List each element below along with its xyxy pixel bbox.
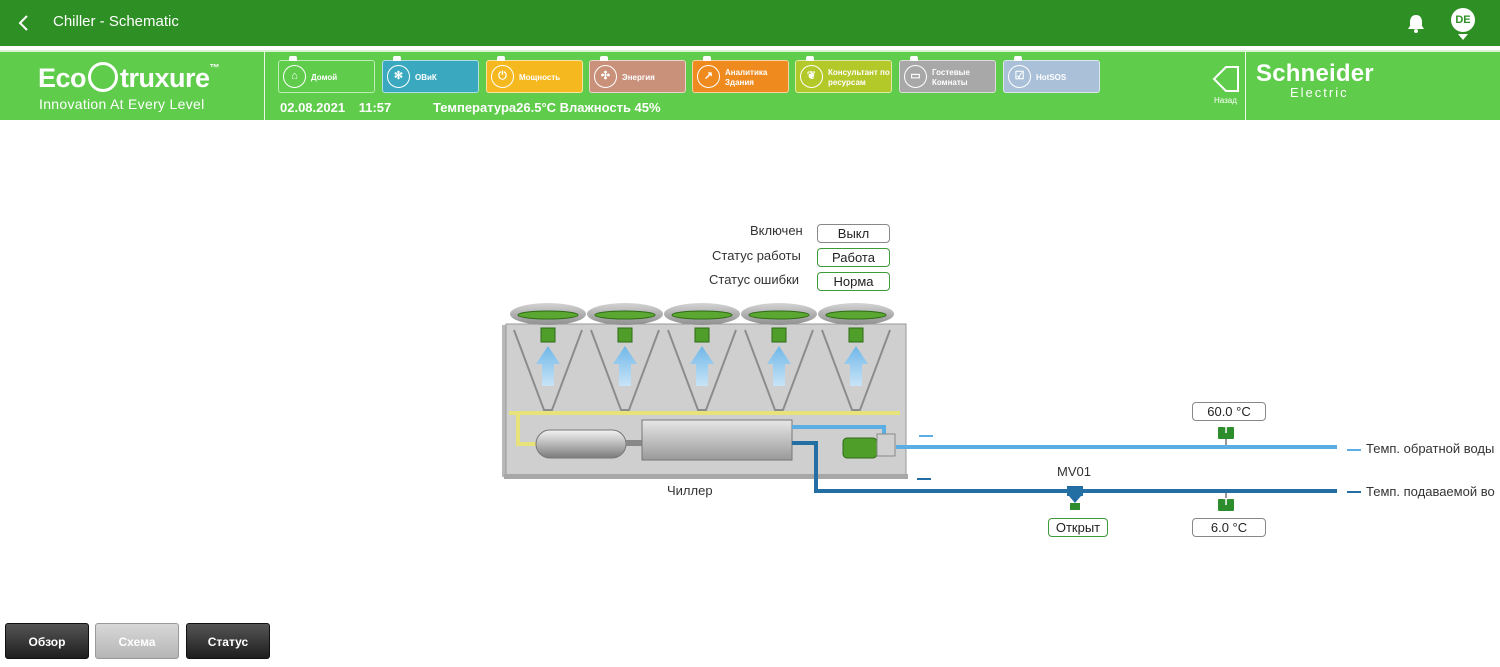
turbine-icon: ✣	[594, 65, 617, 88]
fan-blade	[517, 310, 579, 320]
return-water-label: Темп. обратной воды	[1366, 441, 1495, 456]
fault-status-label: Статус ошибки	[709, 272, 800, 287]
nav-button-6[interactable]: ❦ Консультант по ресурсам	[795, 56, 892, 93]
ecostruxure-mark-icon	[88, 61, 119, 92]
fan-blade	[594, 310, 656, 320]
run-status-value[interactable]: Работа	[817, 248, 890, 267]
back-tag-icon	[1212, 66, 1239, 92]
sensor-letter: T	[1223, 497, 1230, 508]
enabled-label: Включен	[750, 223, 803, 238]
chiller-label: Чиллер	[667, 483, 713, 498]
supply-water-label: Темп. подаваемой во	[1366, 484, 1495, 499]
chiller-schematic: Включен Статус работы Статус ошибки Выкл…	[0, 120, 1500, 620]
overview-button[interactable]: Обзор	[5, 623, 89, 659]
refrigerant-line	[509, 411, 900, 446]
airflow-arrows	[536, 346, 868, 386]
nav-button-2[interactable]: ✻ ОВиК	[382, 56, 479, 93]
nav-button-label: Энергия	[622, 73, 655, 82]
nav-tab-notch	[289, 56, 297, 61]
enabled-value[interactable]: Выкл	[817, 224, 890, 243]
fan-row	[510, 303, 894, 325]
bell-icon[interactable]	[1405, 12, 1427, 34]
date-time: 02.08.2021 11:57	[280, 100, 391, 115]
nav-tab-notch	[497, 56, 505, 61]
nav-button-label: Домой	[311, 73, 338, 82]
nav-button-8[interactable]: ☑ HotSOS	[1003, 56, 1100, 93]
run-status-label: Статус работы	[712, 248, 801, 263]
nav-button-label: Мощность	[519, 73, 561, 82]
supply-temp-sensor	[1218, 499, 1234, 511]
weather-readout: Температура26.5°C Влажность 45%	[433, 100, 661, 115]
page-title: Chiller - Schematic	[53, 13, 179, 30]
fan-blade	[825, 310, 887, 320]
current-date: 02.08.2021	[280, 100, 346, 115]
flow-arrows	[917, 435, 1361, 493]
nav-tab-notch	[393, 56, 401, 61]
header-divider	[264, 52, 265, 120]
back-nav-label: Назад	[1214, 96, 1237, 105]
nav-button-label: Аналитика Здания	[725, 68, 768, 87]
fan-blade	[671, 310, 733, 320]
fan-motors	[540, 327, 864, 343]
nav-button-1[interactable]: ⌂ Домой	[278, 56, 375, 93]
coil-sections	[513, 329, 891, 411]
valve-state-value[interactable]: Открыт	[1048, 518, 1108, 537]
evaporator-barrel	[641, 419, 793, 461]
chiller-drawing	[502, 303, 1361, 511]
checkbox-icon: ☑	[1008, 65, 1031, 88]
nav-tab-notch	[703, 56, 711, 61]
fan-icon: ✻	[387, 65, 410, 88]
supply-temp-value[interactable]: 6.0 °C	[1192, 518, 1266, 537]
schneider-electric-logo: Schneider Electric	[1256, 60, 1374, 100]
back-arrow-icon[interactable]	[14, 11, 34, 35]
nav-button-label: Гостевые Комнаты	[932, 68, 970, 87]
return-temp-sensor	[1218, 427, 1234, 439]
brand-tagline: Innovation At Every Level	[39, 96, 205, 112]
pump	[842, 437, 878, 459]
nav-tab-notch	[1014, 56, 1022, 61]
sensor-letter: T	[1223, 425, 1230, 436]
nav-button-label: Консультант по ресурсам	[828, 68, 890, 87]
fan-blade	[748, 310, 810, 320]
nav-button-label: ОВиК	[415, 73, 437, 82]
back-nav-button[interactable]: Назад	[1210, 64, 1244, 112]
scheme-button[interactable]: Схема	[95, 623, 179, 659]
fault-status-value[interactable]: Норма	[817, 272, 890, 291]
bed-icon: ▭	[904, 65, 927, 88]
leaf-icon: ❦	[800, 65, 823, 88]
status-button[interactable]: Статус	[186, 623, 270, 659]
valve-mv01	[1067, 486, 1083, 510]
app-top-bar: Chiller - Schematic DE ⋮	[0, 0, 1500, 46]
receiver-tank	[535, 429, 627, 459]
nav-button-label: HotSOS	[1036, 73, 1067, 82]
chart-icon: ↗	[697, 65, 720, 88]
return-temp-value[interactable]: 60.0 °C	[1192, 402, 1266, 421]
nav-button-7[interactable]: ▭ Гостевые Комнаты	[899, 56, 996, 93]
home-icon: ⌂	[283, 65, 306, 88]
nav-tab-notch	[910, 56, 918, 61]
nav-button-3[interactable]: ⏻ Мощность	[486, 56, 583, 93]
valve-name: MV01	[1057, 464, 1091, 479]
header-divider	[1245, 52, 1246, 120]
nav-button-4[interactable]: ✣ Энергия	[589, 56, 686, 93]
more-menu-icon[interactable]: ⋮	[1494, 10, 1500, 27]
chevron-down-icon[interactable]	[1458, 34, 1468, 40]
nav-tab-notch	[600, 56, 608, 61]
nav-button-5[interactable]: ↗ Аналитика Здания	[692, 56, 789, 93]
current-time: 11:57	[358, 100, 392, 115]
plug-icon: ⏻	[491, 65, 514, 88]
nav-tab-notch	[806, 56, 814, 61]
avatar[interactable]: DE	[1451, 8, 1475, 32]
